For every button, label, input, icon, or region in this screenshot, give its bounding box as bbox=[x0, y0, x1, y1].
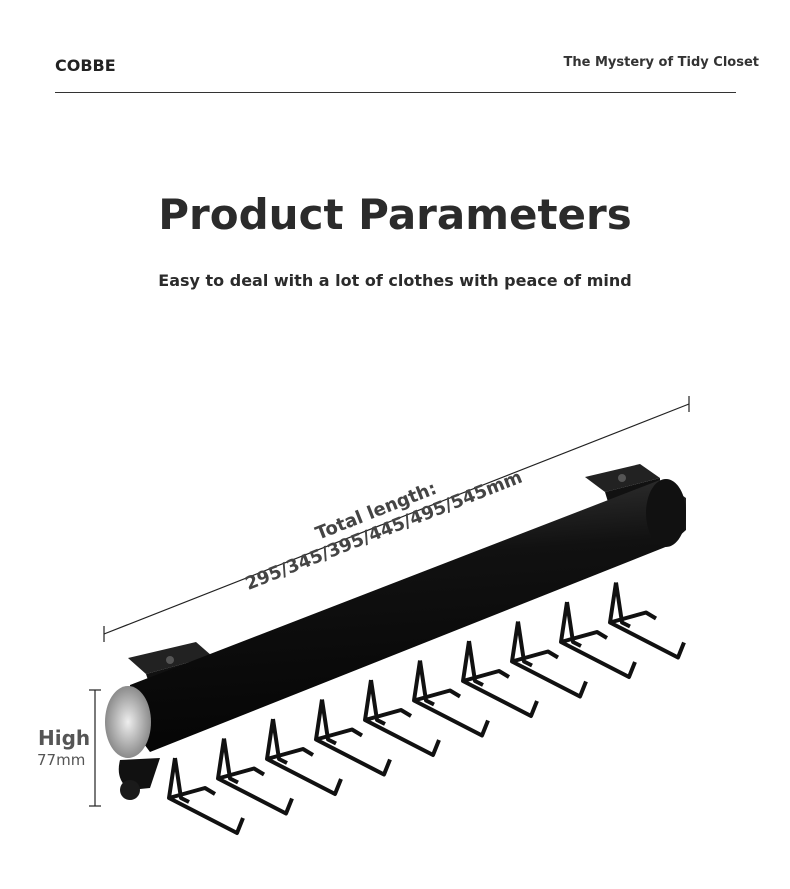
header-divider bbox=[55, 92, 736, 93]
product-illustration bbox=[89, 396, 690, 835]
hook bbox=[363, 679, 441, 757]
hook bbox=[559, 601, 637, 679]
height-value: 77mm bbox=[37, 751, 86, 769]
page-subtitle: Easy to deal with a lot of clothes with … bbox=[158, 271, 632, 290]
hook bbox=[314, 699, 392, 777]
hook bbox=[461, 640, 539, 718]
hook bbox=[412, 660, 490, 738]
hook bbox=[510, 621, 588, 699]
height-dimension-line bbox=[89, 689, 101, 807]
hook bbox=[216, 738, 294, 816]
hooks bbox=[167, 582, 686, 835]
height-label: High bbox=[38, 726, 91, 750]
brand-tagline: The Mystery of Tidy Closet bbox=[563, 55, 760, 70]
page-title: Product Parameters bbox=[158, 190, 632, 239]
hook bbox=[167, 757, 245, 835]
hook bbox=[265, 718, 343, 796]
end-cap bbox=[105, 686, 151, 758]
hook bbox=[608, 582, 686, 660]
rail-tube bbox=[105, 479, 686, 800]
length-dimension-line bbox=[103, 396, 690, 642]
brand-logo: COBBE bbox=[55, 56, 116, 75]
